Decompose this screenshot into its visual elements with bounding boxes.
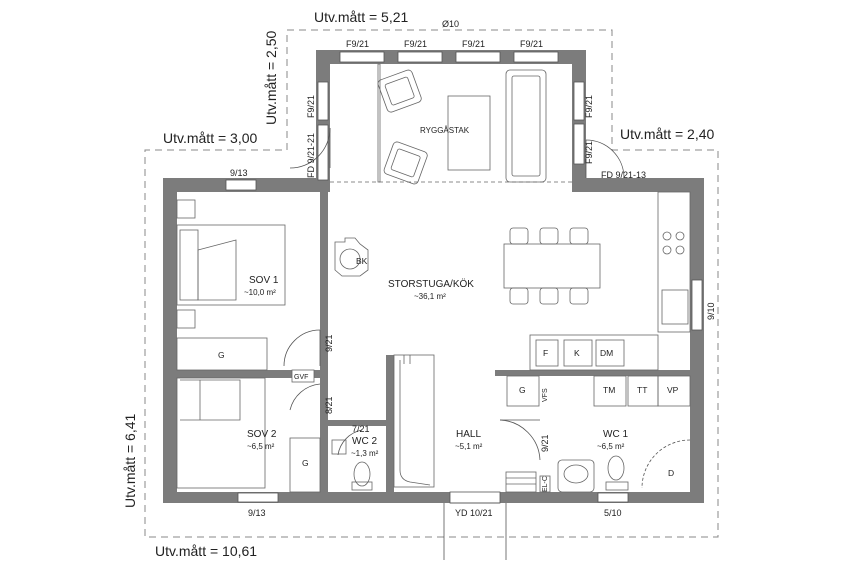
veranda-diameter-label: Ø10 (442, 19, 459, 29)
sov1-window-label: 9/13 (230, 168, 248, 178)
hall-name: HALL (456, 429, 481, 440)
sov2-name: SOV 2 (247, 429, 277, 440)
storstuga-name: STORSTUGA/KÖK (388, 278, 474, 290)
sov2-wardrobe-label: G (302, 458, 309, 468)
veranda-right-window-2-label: F9/21 (584, 141, 594, 164)
veranda-window-2-label: F9/21 (404, 39, 427, 49)
wc1-d-label: D (668, 468, 674, 478)
entrance-door-label: YD 10/21 (455, 508, 493, 518)
sov1-wardrobe-label: G (218, 350, 225, 360)
kitchen (503, 191, 691, 371)
tt-label: TT (637, 385, 647, 395)
depth-total-label: Utv.mått = 6,41 (122, 414, 138, 508)
windows (225, 51, 703, 504)
hall-g-label: G (519, 385, 526, 395)
wc2-name: WC 2 (352, 436, 377, 447)
veranda-right-door-label: FD 9/21-13 (601, 170, 646, 180)
hall-furniture (393, 354, 537, 493)
kitchen-window-label: 9/10 (706, 302, 716, 320)
sov2-window-label: 9/13 (248, 508, 266, 518)
width-total-label: Utv.mått = 10,61 (155, 543, 257, 559)
sov2-area: ~6,5 m² (247, 442, 275, 451)
veranda-furniture (330, 63, 572, 185)
veranda-depth-label: Utv.mått = 2,50 (263, 31, 279, 125)
doors (283, 329, 691, 560)
wc2-fixtures (331, 439, 373, 491)
wc1-door-label: 9/21 (540, 434, 550, 452)
wc2-door-label: 7/21 (352, 424, 370, 434)
sov2-door-label: 8/21 (324, 396, 334, 414)
sov1-furniture (176, 199, 369, 371)
sofa-label: RYGGÅSTAK (420, 126, 470, 135)
right-offset-label: Utv.mått = 2,40 (620, 126, 714, 142)
sov1-area: ~10,0 m² (244, 288, 276, 297)
hall-area: ~5,1 m² (455, 442, 483, 451)
veranda-right-window-label: F9/21 (584, 95, 594, 118)
left-offset-label: Utv.mått = 3,00 (163, 130, 257, 146)
veranda-left-window-label: F9/21 (306, 95, 316, 118)
vp-label: VP (667, 385, 679, 395)
veranda-left-door-label: FD 9/21-21 (306, 133, 316, 178)
veranda-width-label: Utv.mått = 5,21 (314, 9, 408, 25)
veranda-window-4-label: F9/21 (520, 39, 543, 49)
gvf-label: GVF (294, 374, 308, 381)
sov1-door-label: 9/21 (324, 334, 334, 352)
veranda-window-3-label: F9/21 (462, 39, 485, 49)
wc2-area: ~1,3 m² (351, 449, 379, 458)
kitchen-dm-label: DM (600, 348, 613, 358)
dashed-outline (144, 29, 719, 538)
wc1-fixtures (506, 375, 691, 493)
tm-label: TM (603, 385, 615, 395)
kitchen-k-label: K (574, 348, 580, 358)
el-label: EL-C (542, 476, 549, 492)
stove-label: BK (356, 256, 368, 266)
veranda-doors (289, 124, 625, 181)
wc1-window-label: 5/10 (604, 508, 622, 518)
sov1-name: SOV 1 (249, 275, 279, 286)
kitchen-f-label: F (543, 348, 548, 358)
wc1-name: WC 1 (603, 429, 628, 440)
wc1-area: ~6,5 m² (597, 442, 625, 451)
veranda-window-1-label: F9/21 (346, 39, 369, 49)
storstuga-area: ~36,1 m² (414, 292, 446, 301)
vvs-label: VFS (542, 388, 549, 402)
sov2-furniture (176, 369, 321, 493)
